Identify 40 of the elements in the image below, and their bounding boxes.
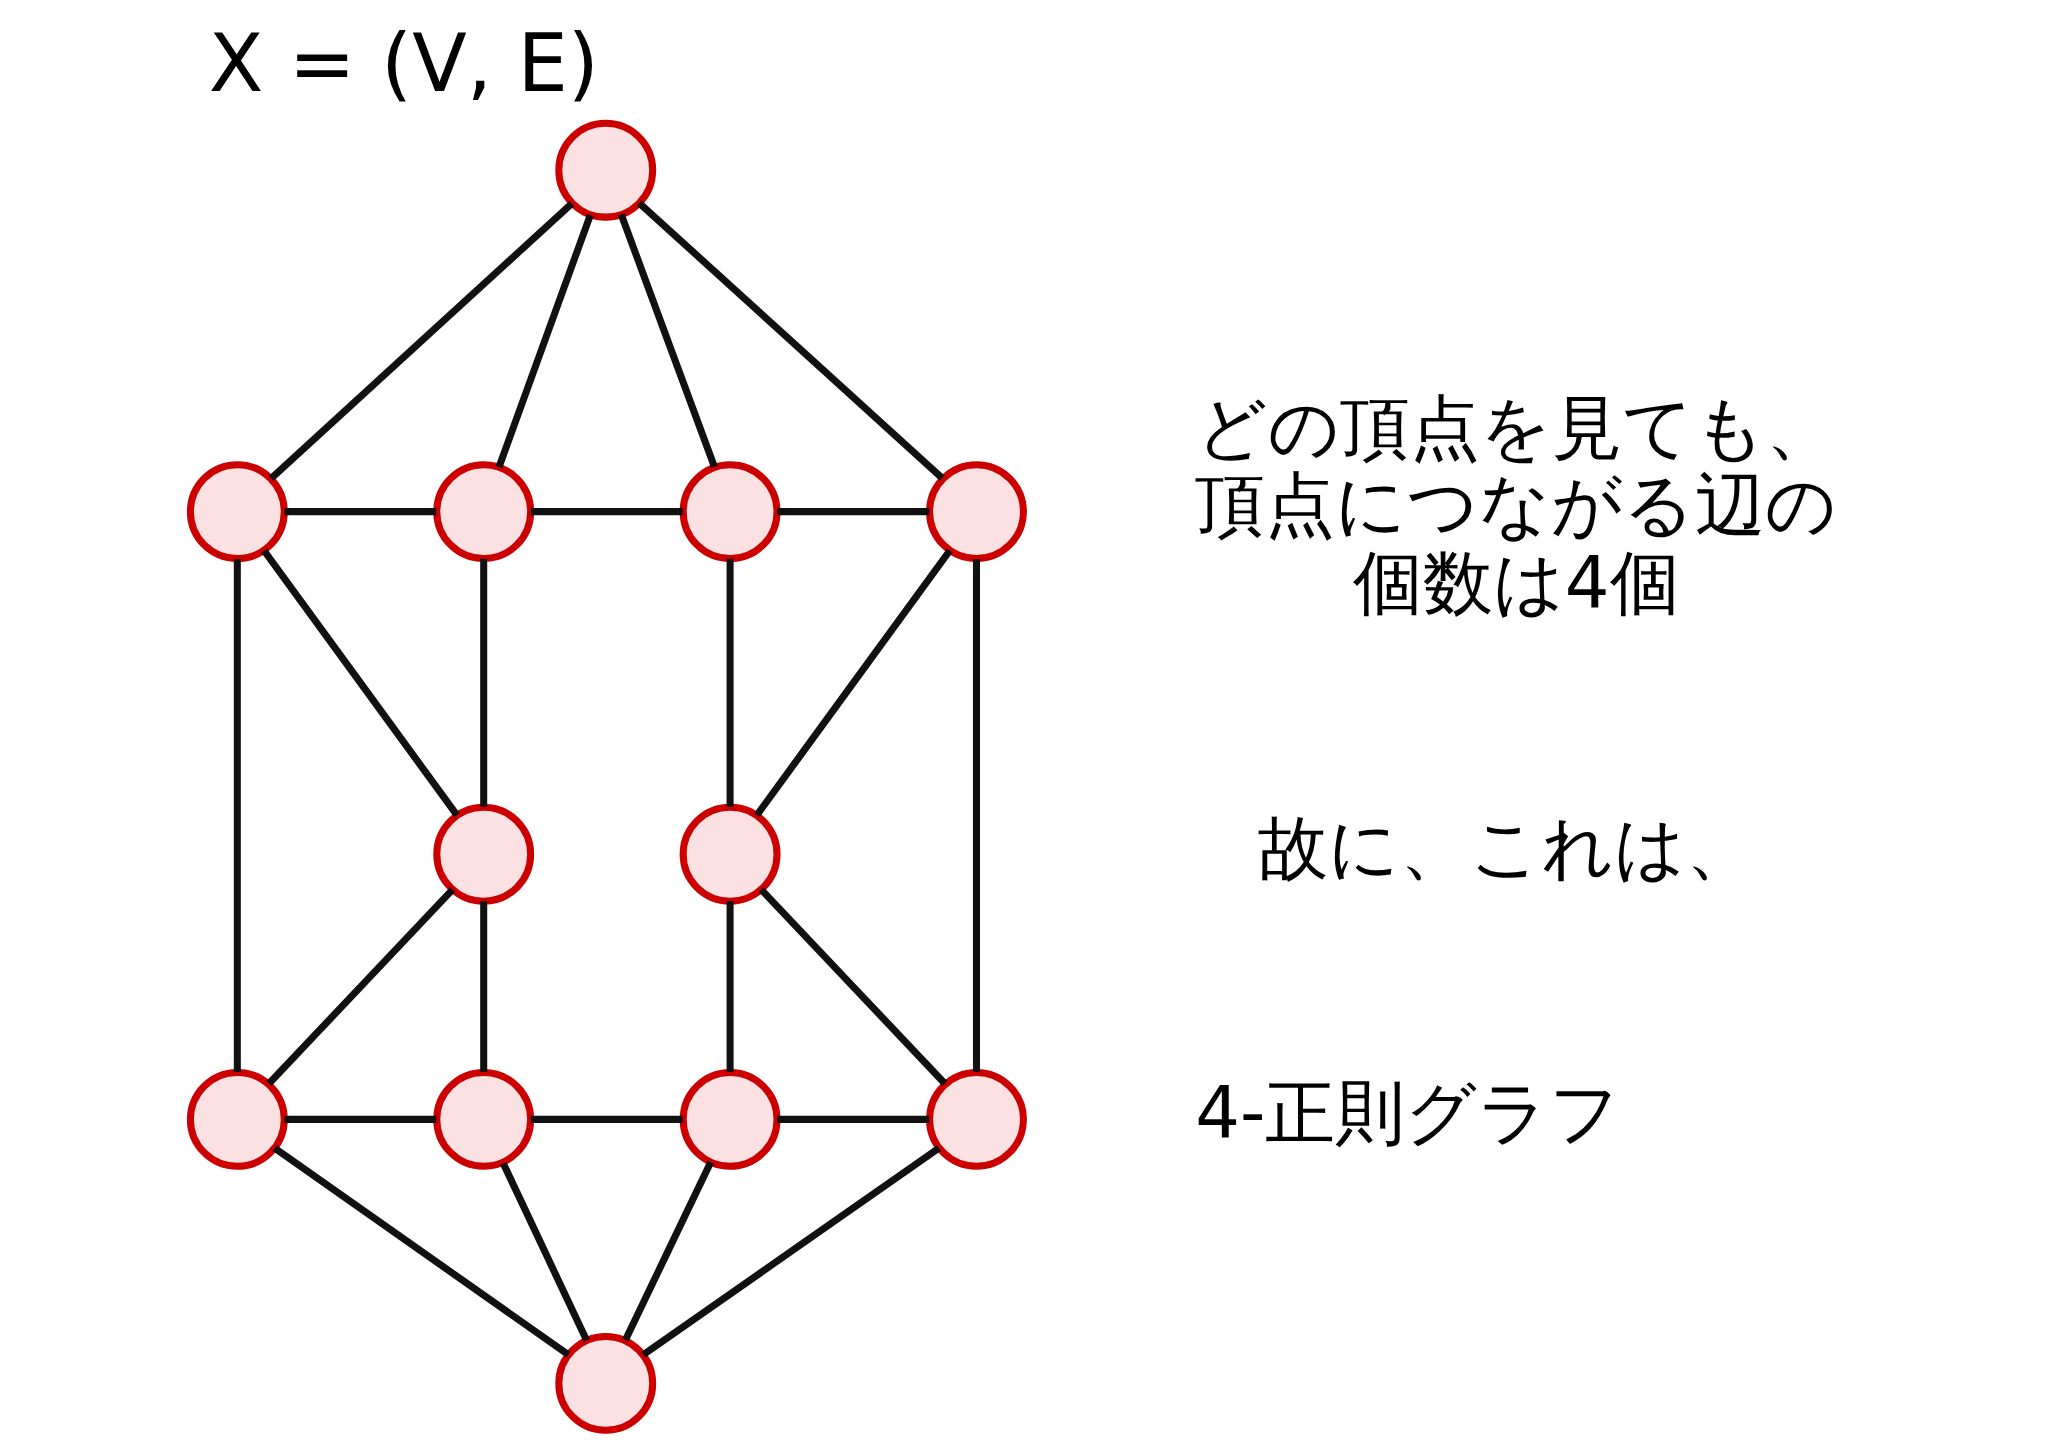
connector (777, 508, 929, 516)
connector (758, 887, 948, 1086)
connector (480, 901, 488, 1072)
connector (726, 558, 734, 807)
node-circle (679, 461, 781, 563)
node-circle (186, 1068, 288, 1170)
connector (530, 508, 683, 516)
connector (754, 548, 953, 818)
connector (530, 1115, 683, 1123)
connector (622, 1160, 714, 1342)
node-circle (926, 1068, 1027, 1170)
node-circle (679, 1068, 781, 1170)
connector (261, 548, 460, 818)
connector (266, 887, 456, 1086)
connector (636, 200, 945, 481)
node-circle (555, 1332, 657, 1434)
connector (495, 214, 594, 469)
connector (641, 1145, 941, 1358)
connector (480, 558, 488, 807)
label: 故に、これは、 (1257, 806, 1756, 889)
diagram-title: X = (V, E) (208, 16, 599, 110)
node-circle (555, 119, 657, 221)
connector (500, 1161, 590, 1342)
connector (284, 1115, 437, 1123)
node-circle (433, 1068, 535, 1170)
node-circle (433, 461, 535, 563)
node-circle (926, 461, 1027, 563)
node-circle (433, 803, 535, 905)
connector (272, 1145, 571, 1358)
label: どの頂点を見ても、頂点につながる辺の個数は4個 (1195, 386, 1838, 624)
connector (617, 213, 718, 468)
node-circle (679, 803, 781, 905)
node-circle (186, 461, 288, 563)
label: 4-正則グラフ (1195, 1071, 1622, 1154)
connector (777, 1115, 929, 1123)
connector (284, 508, 437, 516)
connector (972, 559, 980, 1072)
connector (233, 559, 241, 1072)
connector (726, 901, 734, 1072)
connector (268, 201, 575, 481)
